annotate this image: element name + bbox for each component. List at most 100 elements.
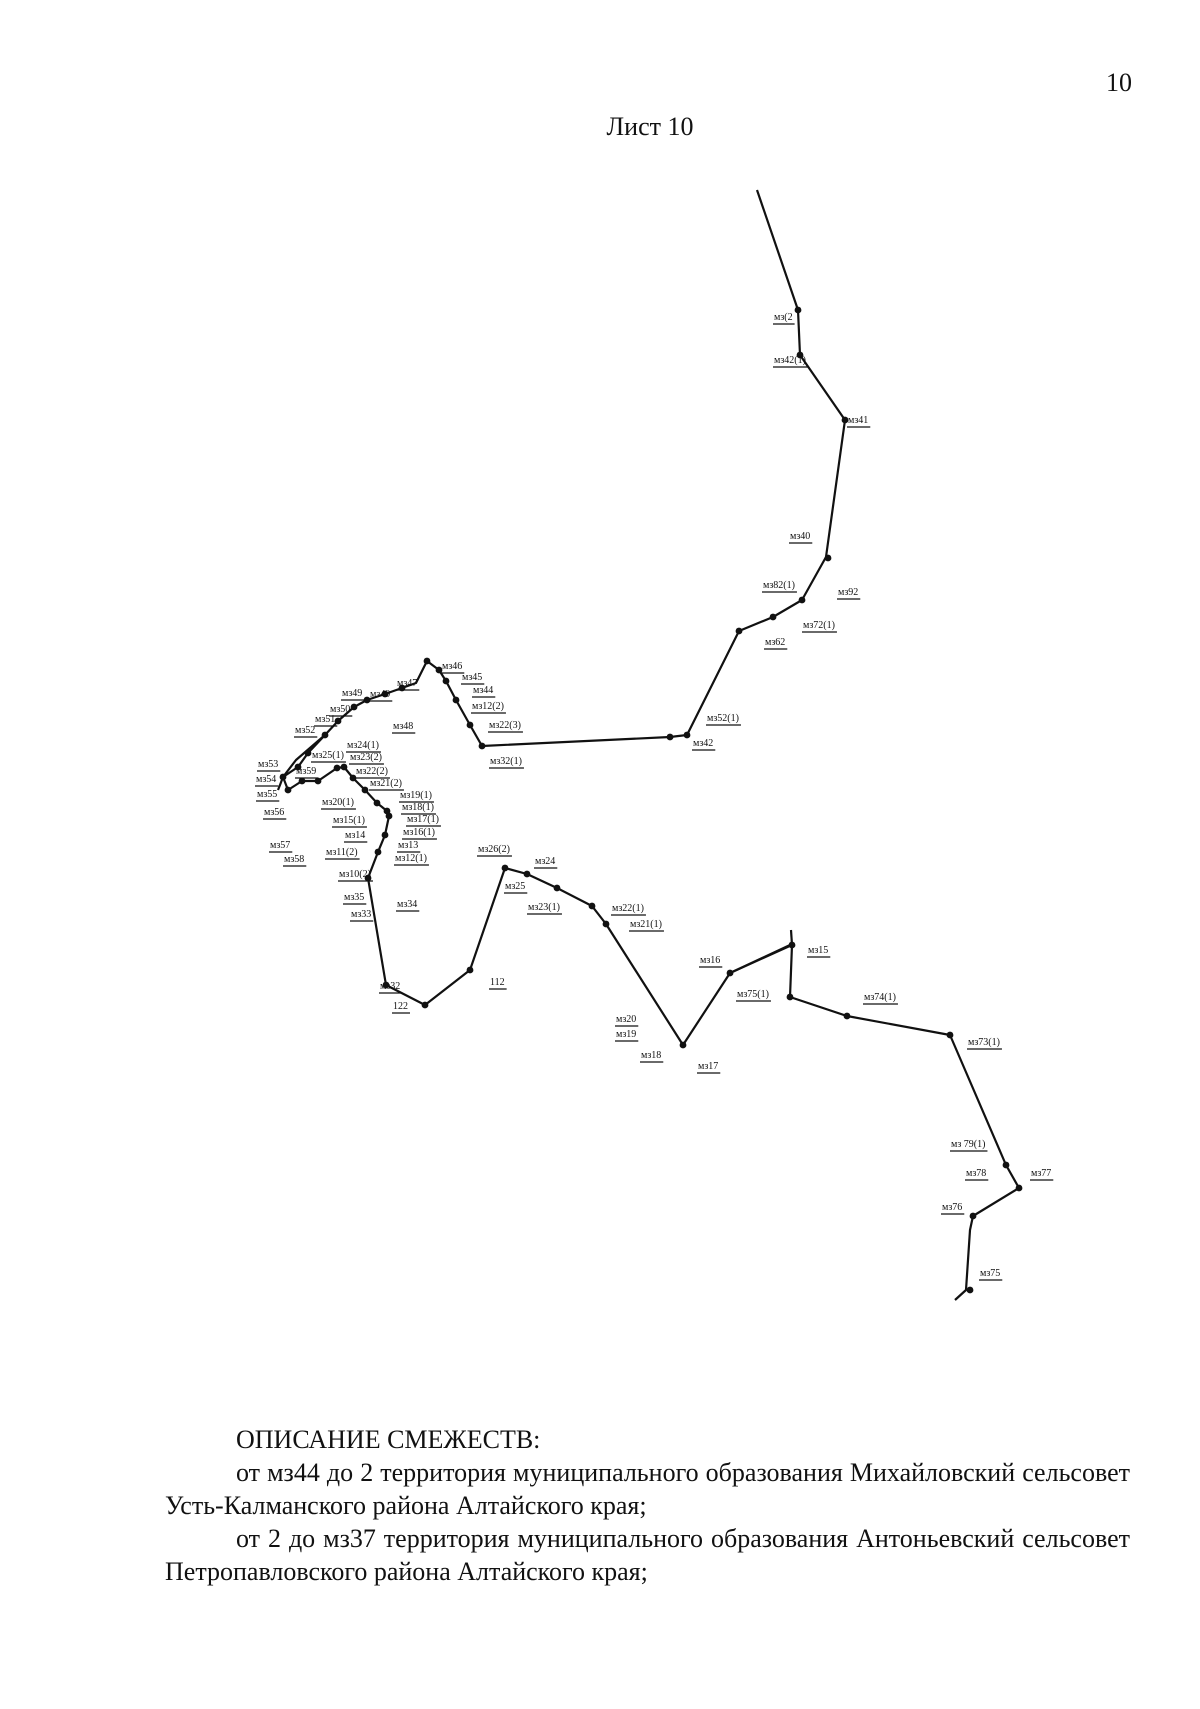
point-label: мз53 [258,759,278,770]
boundary-point [794,306,802,314]
sheet-title: Лист 10 [606,112,694,141]
point-label: мз46 [442,661,462,672]
point-label: мз41 [848,415,868,426]
boundary-point [381,831,389,839]
point-label: мз75 [980,1268,1000,1279]
boundary-point [523,870,531,878]
point-label: мз44 [473,685,493,696]
point-label: мз74(1) [864,992,896,1003]
point-label: мз15 [808,945,828,956]
point-label: мз25(1) [312,750,344,761]
boundary-point [298,777,306,785]
boundary-point [452,696,460,704]
point-label: мз22(2) [356,766,388,777]
point-labels: мз(2 мз42(1) мз41 мз40 мз82(1) мз92 мз72… [255,312,1054,1281]
point-label: мз42 [693,738,713,749]
boundary-map: мз(2 мз42(1) мз41 мз40 мз82(1) мз92 мз72… [255,189,1054,1301]
boundary-lines [276,189,1021,1301]
point-label: мз54 [256,774,276,785]
boundary-point [466,966,474,974]
point-label: мз52(1) [707,713,739,724]
boundary-point [843,1012,851,1020]
boundary-point [679,1041,687,1049]
page-number: 10 [1106,68,1132,97]
point-label: мз59 [296,766,316,777]
point-label: мз75(1) [737,989,769,1000]
boundary-point [284,786,292,794]
point-label: мз55 [257,789,277,800]
point-label: мз12(1) [395,853,427,864]
boundary-point [374,848,382,856]
boundary-point [478,742,486,750]
boundary-points [279,306,1023,1294]
point-label: мз20 [616,1014,636,1025]
point-label: мз16 [700,955,720,966]
point-label: мз19 [616,1029,636,1040]
boundary-point [798,596,806,604]
point-label: мз23(1) [528,902,560,913]
description-title: ОПИСАНИЕ СМЕЖЕСТВ: [236,1425,541,1454]
boundary-point [841,416,849,424]
point-label: мз26(2) [478,844,510,855]
point-label: мз77 [1031,1168,1051,1179]
point-label: мз76 [942,1202,962,1213]
boundary-point [381,690,389,698]
point-label: мз47 [397,678,417,689]
point-label: мз40 [790,531,810,542]
point-label: мз72(1) [803,620,835,631]
boundary-point [373,799,381,807]
adjacency-description: ОПИСАНИЕ СМЕЖЕСТВ: от мз44 до 2 территор… [165,1423,1130,1588]
point-label: мз62 [765,637,785,648]
point-label: мз50 [330,704,350,715]
point-label: мз15(1) [333,815,365,826]
point-label: мз23(2) [350,752,382,763]
point-label: 112 [490,977,505,988]
point-label: мз32(1) [490,756,522,767]
description-paragraph: от 2 до мз37 территория муниципального о… [165,1524,1130,1586]
point-label: мз34 [397,899,417,910]
boundary-point [588,902,596,910]
point-label: мз56 [264,807,284,818]
boundary-point [553,884,561,892]
point-label: мз18 [641,1050,661,1061]
boundary-point [786,993,794,1001]
point-label: мз58 [284,854,304,865]
boundary-point [969,1212,977,1220]
point-label: мз82(1) [763,580,795,591]
point-label: мз78 [966,1168,986,1179]
point-label: мз12(2) [472,701,504,712]
point-label: мз14 [345,830,365,841]
point-label: мз16(1) [403,827,435,838]
boundary-point [382,981,390,989]
boundary-point [340,763,348,771]
point-label: мз11(2) [326,847,358,858]
point-label: мз13 [398,840,418,851]
point-label: мз42(1) [774,355,806,366]
point-label: 122 [393,1001,408,1012]
point-label: мз57 [270,840,290,851]
boundary-point [304,749,312,757]
boundary-point [361,786,369,794]
point-label: мз33 [351,909,371,920]
boundary-point [501,864,509,872]
boundary-point [788,941,796,949]
boundary-point [314,777,322,785]
boundary-point [442,677,450,685]
boundary-point [824,554,832,562]
boundary-point [321,731,329,739]
boundary-point [1015,1184,1023,1192]
point-label: мз17(1) [407,814,439,825]
point-label: мз49 [342,688,362,699]
point-label: мз52 [295,725,315,736]
point-label: мз 79(1) [951,1139,985,1150]
point-label: мз48 [393,721,413,732]
point-label: мз19(1) [400,790,432,801]
boundary-point [726,969,734,977]
spur-b [729,944,791,974]
point-label: мз17 [698,1061,718,1072]
point-label: мз10(2) [339,869,371,880]
boundary-point [966,1286,974,1294]
boundary-point [466,721,474,729]
boundary-point [349,774,357,782]
point-label: мз45 [462,672,482,683]
